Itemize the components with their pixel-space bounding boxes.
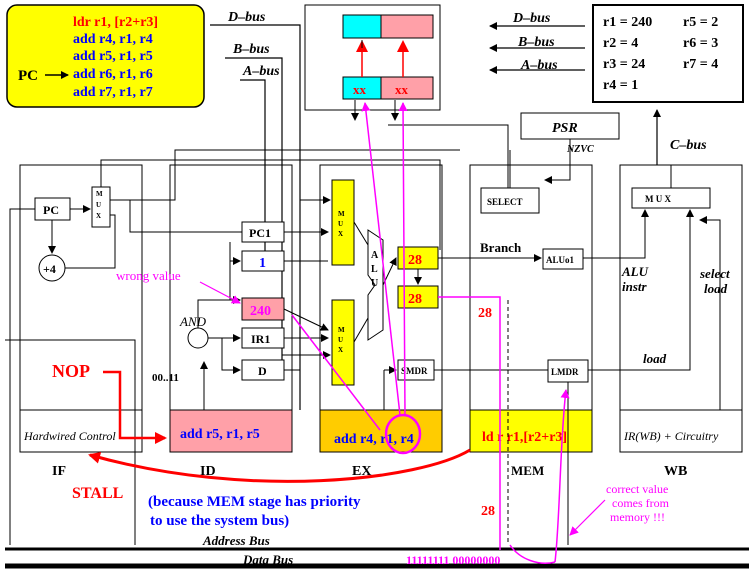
reg-r2: r2 = 4 [603,36,638,51]
annotations: wrong value NOP STALL (because MEM stage… [52,102,670,564]
wb-load-sel-label: load [704,281,728,296]
regfile-xx-right: xx [395,82,409,97]
program-line-4: add r6, r1, r6 [73,67,153,82]
plus4-label: +4 [43,262,56,276]
psr-flags: NZVC [566,144,594,155]
bits-label: 00..11 [152,372,179,384]
wrong-value-label: wrong value [116,268,181,283]
if-mux-x: X [96,212,101,220]
id-one-value: 1 [259,256,266,271]
alu-u: U [371,278,378,289]
data-bus-value: 11111111 00000000 [406,553,500,567]
wb-select-label: select [699,266,730,281]
wb-load-label: load [643,351,667,366]
reason-line-2: to use the system bus) [150,513,289,529]
id-d-label: D [258,364,267,378]
stall-label: STALL [72,485,123,502]
wb-alu-label: ALU [621,264,649,279]
reg-r4: r4 = 1 [603,78,638,93]
wb-instruction: IR(WB) + Circuitry [623,429,719,443]
reg-r3: r3 = 24 [603,57,645,72]
smdr-label: SMDR [401,366,428,376]
program-line-5: add r7, r1, r7 [73,85,153,100]
nop-label: NOP [52,361,90,381]
data-bus-label: Data Bus [242,552,293,567]
right-d-bus-label: D–bus [512,11,551,26]
reason-line-1: (because MEM stage has priority [148,494,361,510]
right-buses: D–bus B–bus A–bus [489,11,585,74]
psr-label: PSR [552,121,578,136]
reg-r7: r7 = 4 [683,57,718,72]
alu-l: L [371,264,378,275]
id-pc1-label: PC1 [249,226,271,240]
top-d-bus-label: D–bus [227,10,266,25]
correct-line-2: comes from [612,496,670,510]
c-bus-label: C–bus [670,138,707,153]
if-mux-m: M [96,190,103,198]
id-ir1-label: IR1 [251,332,270,346]
pc-pointer-label: PC [18,68,38,84]
branch-label: Branch [480,240,522,255]
wb-stage-label: WB [664,464,687,479]
mem-stage: SELECT Branch ALUo1 LMDR ld r r1,[r2+r3]… [469,150,640,545]
id-instruction: add r5, r1, r5 [180,427,260,442]
wb-stage: M U X ALU instr select load load IR(WB) … [619,165,743,479]
mem-select-label: SELECT [487,197,523,207]
right-b-bus-label: B–bus [517,35,555,50]
register-values: r1 = 240 r2 = 4 r3 = 24 r4 = 1 r5 = 2 r6… [592,4,744,103]
aluo1-label: ALUo1 [546,255,575,265]
alu-a: A [371,250,379,261]
mem-stage-label: MEM [511,463,544,478]
wb-instr-label: instr [622,279,648,294]
ex-mux2-m: M [338,326,345,334]
and-label: AND [179,314,207,329]
ex-mux2-u: U [338,336,343,344]
correct-line-3: memory !!! [610,510,665,524]
if-mux-u: U [96,201,101,209]
v28-bottom: 28 [481,504,495,519]
ex-stage-label: EX [352,464,371,479]
program-line-1: ldr r1, [r2+r3] [73,15,158,30]
ex-28-a: 28 [408,253,422,268]
id-stage: PC1 1 240 IR1 D AND 00..11 add r5, r1, r… [152,221,329,479]
reg-r1: r1 = 240 [603,15,652,30]
ex-28-b: 28 [408,292,422,307]
regfile-xx-left: xx [353,82,367,97]
id-240-value: 240 [250,304,271,319]
top-buses: D–bus B–bus A–bus [210,10,301,410]
address-bus-label: Address Bus [202,533,270,548]
reg-r5: r5 = 2 [683,15,718,30]
id-stage-label: ID [200,464,216,479]
top-b-bus-label: B–bus [232,42,270,57]
mem-instruction: ld r r1,[r2+r3] [482,430,567,445]
wb-mux-label: M U X [645,194,671,204]
reg-r6: r6 = 3 [683,36,718,51]
ex-mux1-m: M [338,210,345,218]
ex-instruction: add r4, r1, r4 [334,432,414,447]
if-stage-label: IF [52,464,66,479]
system-buses: Address Bus Data Bus 11111111 00000000 [5,533,749,569]
ex-stage: M U X M U X A L U 28 28 SMDR add r4, r1,… [282,179,548,479]
program-line-3: add r5, r1, r5 [73,49,153,64]
top-a-bus-label: A–bus [242,64,280,79]
if-stage: PC M U X +4 Hardwired Control IF [5,149,460,545]
register-file: xx xx [304,4,441,121]
hardwired-control-label: Hardwired Control [23,429,116,443]
if-pc-label: PC [43,203,59,217]
correct-line-1: correct value [606,482,668,496]
program-line-2: add r4, r1, r4 [73,32,153,47]
ex-mux2-x: X [338,346,343,354]
ex-mux1-u: U [338,220,343,228]
lmdr-label: LMDR [551,367,579,377]
right-a-bus-label: A–bus [520,58,558,73]
psr-block: PSR NZVC C–bus [388,109,707,200]
program-box: PC ldr r1, [r2+r3] add r4, r1, r4 add r5… [6,4,205,108]
v28-right: 28 [478,306,492,321]
ex-mux1-x: X [338,230,343,238]
